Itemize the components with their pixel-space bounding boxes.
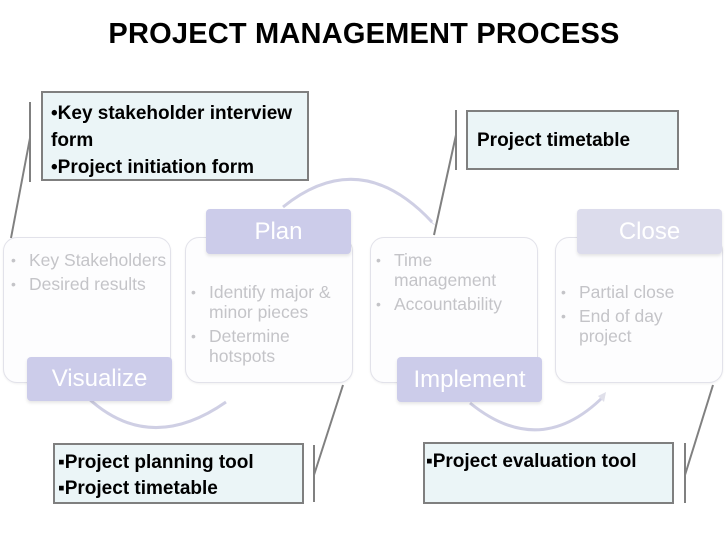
- stage-card-close: Partial close End of day project: [555, 237, 723, 383]
- bullet-item: Desired results: [8, 274, 168, 294]
- bullet-item: Accountability: [373, 294, 535, 314]
- note-item: •Key stakeholder interview form: [51, 103, 293, 151]
- note-item: Project timetable: [477, 130, 631, 151]
- note-plan-tools: ▪Project planning tool ▪Project timetabl…: [53, 443, 304, 504]
- note-visualize-tools: •Key stakeholder interview form •Project…: [41, 91, 309, 181]
- stage-bullets: Time management Accountability: [373, 250, 535, 318]
- note-item: ▪Project evaluation tool: [426, 451, 637, 472]
- bullet-item: Partial close: [558, 282, 720, 302]
- stage-card-plan: Identify major & minor pieces Determine …: [185, 237, 353, 383]
- arrowhead-icon: [598, 392, 606, 402]
- bullet-item: Key Stakeholders: [8, 250, 168, 270]
- bullet-item: Determine hotspots: [188, 326, 350, 366]
- stage-bullets: Identify major & minor pieces Determine …: [188, 282, 350, 370]
- bullet-item: Identify major & minor pieces: [188, 282, 350, 322]
- flow-arc-plan-implement: [282, 177, 434, 224]
- stage-label-close: Close: [577, 209, 722, 254]
- note-item: ▪Project timetable: [58, 478, 218, 499]
- stage-bullets: Partial close End of day project: [558, 282, 720, 350]
- note-implement-tools: Project timetable: [466, 110, 679, 170]
- note-close-tools: ▪Project evaluation tool: [423, 442, 674, 504]
- arrowhead-icon: [426, 216, 436, 226]
- note-item: •Project initiation form: [51, 157, 254, 178]
- note-item: ▪Project planning tool: [58, 452, 254, 473]
- bullet-item: Time management: [373, 250, 535, 290]
- page-title: PROJECT MANAGEMENT PROCESS: [108, 18, 620, 50]
- stage-bullets: Key Stakeholders Desired results: [8, 250, 168, 298]
- flow-arc-implement-close: [469, 394, 606, 432]
- stage-label-visualize: Visualize: [27, 357, 172, 401]
- stage-label-plan: Plan: [206, 209, 351, 254]
- stage-label-implement: Implement: [397, 357, 542, 402]
- flow-arc-visualize-plan: [86, 396, 227, 429]
- bullet-item: End of day project: [558, 306, 720, 346]
